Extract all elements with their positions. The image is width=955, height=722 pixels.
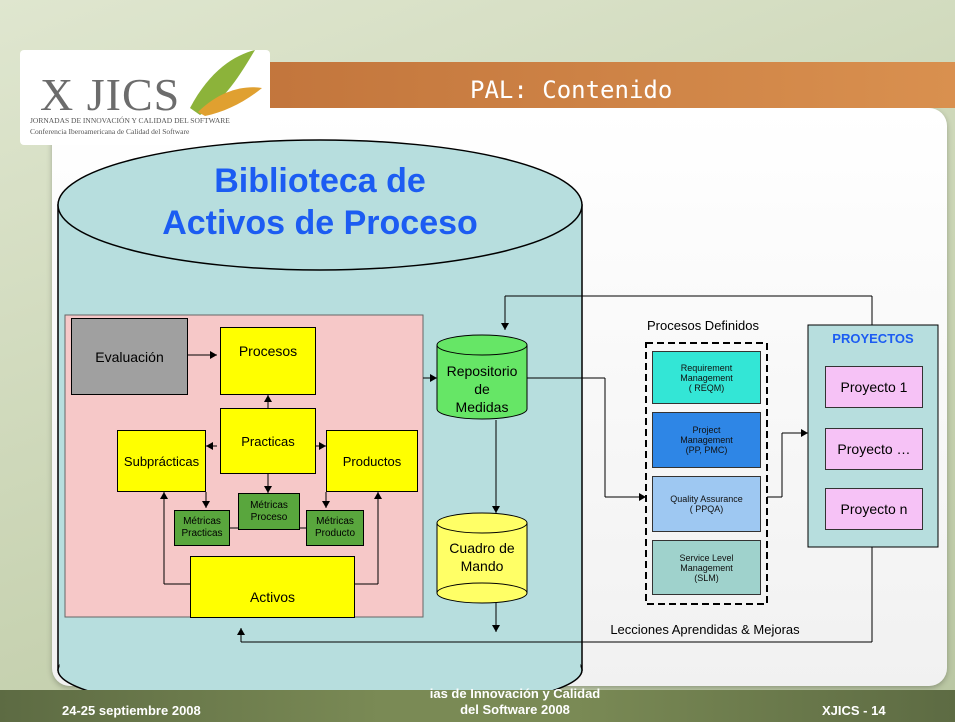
procesos-definidos-frame <box>645 342 768 605</box>
procesos-box: Procesos <box>220 327 316 395</box>
metricas-practicas-line1: Métricas <box>183 516 221 527</box>
logo-text: X JICS <box>40 69 181 120</box>
metricas-proceso-line2: Proceso <box>250 511 288 523</box>
slide-title: PAL: Contenido <box>470 76 673 104</box>
arrowheads <box>160 323 808 635</box>
metricas-practicas-box: Métricas Practicas <box>174 510 230 546</box>
procesos-definidos-item-line: Management <box>680 372 733 383</box>
proyectos-heading: PROYECTOS <box>832 331 914 346</box>
activos-box: Activos <box>190 556 355 618</box>
procesos-definidos-heading: Procesos Definidos <box>647 318 759 333</box>
practicas-box: Practicas <box>220 408 316 474</box>
logo-subtitle-2: Conferencia Iberoamericana de Calidad de… <box>30 127 190 136</box>
cuadro-line2: Mando <box>460 558 504 574</box>
library-title-line2: Activos de Proceso <box>162 204 478 242</box>
repositorio-line2: Medidas <box>455 399 509 415</box>
logo-subtitle-1: JORNADAS DE INNOVACIÓN Y CALIDAD DEL SOF… <box>30 116 230 125</box>
footer-band <box>0 690 955 722</box>
subpracticas-box: Subprácticas <box>117 430 206 492</box>
procesos-definidos-item-line: ( PPQA) <box>689 504 724 514</box>
procesos-definidos-item-line: ( REQM) <box>688 382 725 393</box>
footer-date: 24-25 septiembre 2008 <box>62 703 201 718</box>
metricas-producto-box: Métricas Producto <box>306 510 364 546</box>
lecciones-label: Lecciones Aprendidas & Mejoras <box>610 622 800 637</box>
repositorio-line1: Repositorio de <box>446 363 518 397</box>
library-title: Biblioteca de Activos de Proceso <box>90 160 550 244</box>
metricas-proceso-line1: Métricas <box>250 499 288 511</box>
metricas-producto-line2: Producto <box>314 528 356 539</box>
procesos-definidos-item-line: Project <box>692 425 721 435</box>
metricas-proceso-box: Métricas Proceso <box>238 493 300 530</box>
procesos-definidos-item-line: Service Level <box>679 552 734 563</box>
cuadro-line1: Cuadro de <box>449 540 515 556</box>
proyecto-item: Proyecto … <box>825 428 923 470</box>
procesos-definidos-item-line: (PP, PMC) <box>685 445 728 455</box>
productos-box: Productos <box>326 430 418 492</box>
procesos-definidos-item-line: Management <box>680 435 733 445</box>
cylinder-top <box>57 139 583 271</box>
library-title-line1: Biblioteca de <box>214 162 426 200</box>
evaluacion-box: Evaluación <box>71 318 188 395</box>
procesos-definidos-item-line: Quality Assurance <box>670 494 743 504</box>
procesos-definidos-item-line: Requirement <box>680 362 733 373</box>
proyecto-item: Proyecto n <box>825 488 923 530</box>
footer-slide-number: XJICS - 14 <box>822 703 886 718</box>
footer-center: ias de Innovación y Calidad del Software… <box>395 686 635 718</box>
footer-center-line2: del Software 2008 <box>460 702 570 717</box>
footer-center-line1: ias de Innovación y Calidad <box>429 686 601 701</box>
procesos-definidos-item-line: Management <box>680 562 733 573</box>
proyecto-item: Proyecto 1 <box>825 366 923 408</box>
procesos-definidos-item: Quality Assurance( PPQA) <box>652 476 761 532</box>
metricas-practicas-line2: Practicas <box>181 528 223 539</box>
title-band <box>250 62 955 108</box>
repositorio-label: Repositorio de Medidas <box>437 362 527 416</box>
metricas-producto-line1: Métricas <box>316 516 354 527</box>
procesos-definidos-item-line: (SLM) <box>694 572 719 583</box>
cuadro-label: Cuadro de Mando <box>437 539 527 575</box>
